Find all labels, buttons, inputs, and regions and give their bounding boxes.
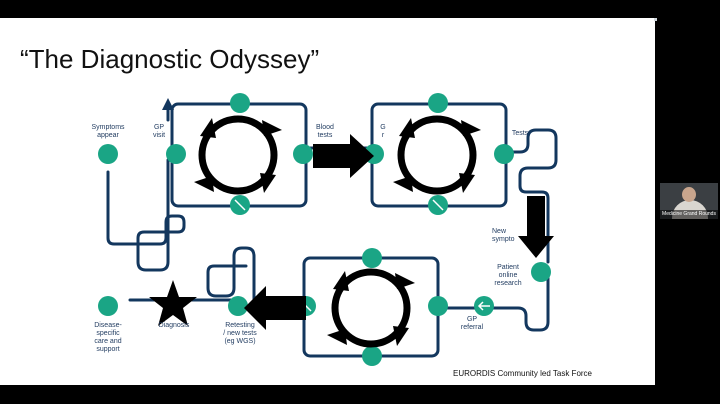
star-shape xyxy=(149,280,197,326)
label-tests: Tests xyxy=(511,130,529,137)
head-icon xyxy=(98,144,118,164)
label-g-r: G r xyxy=(380,124,386,139)
label-retesting: Retesting / new tests (eg WGS) xyxy=(223,322,257,345)
participant-head xyxy=(682,187,696,202)
syringe-icon xyxy=(494,144,514,164)
label-diagnosis: Diagnosis xyxy=(158,322,190,329)
participant-name: Medicine Grand Rounds xyxy=(660,210,718,219)
block-arrow-right xyxy=(313,134,374,178)
cycle-loop-2 xyxy=(397,115,477,195)
cycle-loop-3 xyxy=(331,268,411,348)
path-mid-3 xyxy=(206,246,306,310)
source-credit: EURORDIS Community led Task Force xyxy=(453,369,592,378)
page-icon xyxy=(362,248,382,268)
hand-icon xyxy=(230,93,250,113)
label-blood-tests: Blood tests xyxy=(316,124,334,139)
path-loop-3 xyxy=(436,270,550,332)
path-mid-2 xyxy=(504,128,558,264)
syringe-icon xyxy=(293,144,313,164)
doctor-icon xyxy=(428,93,448,113)
block-arrow-left xyxy=(244,286,306,330)
label-symptoms: Symptoms appear xyxy=(91,124,125,139)
doctor-icon xyxy=(428,296,448,316)
hand-icon xyxy=(531,262,551,282)
label-patient-research: Patient online research xyxy=(494,264,522,287)
path-start xyxy=(106,158,186,272)
care-hand-icon xyxy=(98,296,118,316)
stethoscope-icon xyxy=(166,144,186,164)
label-new-symptoms: New sympto xyxy=(492,228,515,243)
label-gp-referral: GP referral xyxy=(460,316,484,331)
dna-icon xyxy=(228,296,248,316)
cycle-loop-1 xyxy=(198,115,278,195)
label-gp-visit: GP visit xyxy=(152,124,166,139)
slide-title: “The Diagnostic Odyssey” xyxy=(20,44,320,74)
video-thumbnail[interactable]: Medicine Grand Rounds xyxy=(660,183,718,219)
block-arrow-down xyxy=(518,196,554,258)
label-care: Disease- specific care and support xyxy=(94,322,122,353)
dna-icon xyxy=(362,346,382,366)
slide-edge-marker xyxy=(654,18,657,21)
